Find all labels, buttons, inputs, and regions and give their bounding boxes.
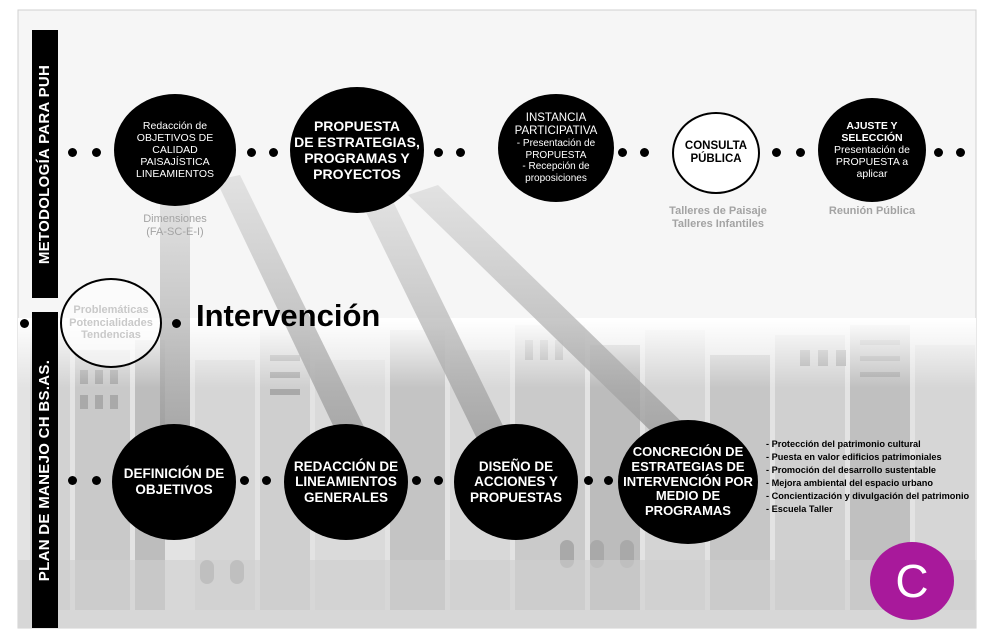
note-line: (FA-SC-E-I) — [146, 225, 204, 238]
bullet-item: - Promoción del desarrollo sustentable — [766, 465, 937, 475]
node-line: - Recepción de — [522, 161, 590, 173]
node-line: INTERVENCIÓN POR — [623, 473, 753, 489]
node-line: PAISAJÍSTICA — [140, 156, 210, 169]
node-line: PROGRAMAS — [645, 503, 731, 519]
node-line: PROPUESTA a — [835, 156, 909, 169]
connector-dot — [796, 148, 805, 157]
bullet-item: - Escuela Taller — [766, 504, 833, 514]
node-diseno-acciones: DISEÑO DE ACCIONES Y PROPUESTAS — [454, 424, 578, 540]
connector-dot — [68, 148, 77, 157]
node-line: ACCIONES Y — [474, 474, 558, 490]
node-line: PROYECTOS — [313, 166, 401, 183]
connector-dot — [618, 148, 627, 157]
node-line: Redacción de — [142, 119, 208, 132]
note-line: Talleres Infantiles — [671, 217, 765, 230]
connector-dot — [92, 148, 101, 157]
node-line: proposiciones — [525, 172, 587, 184]
connector-dot — [956, 148, 965, 157]
methodology-label-text: METODOLOGÍA PARA PUH — [36, 64, 54, 264]
programs-bullet-list: - Protección del patrimonio cultural - P… — [766, 438, 978, 516]
node-line: CALIDAD — [152, 143, 198, 156]
node-line: OBJETIVOS DE — [136, 131, 214, 144]
node-line: MEDIO DE — [655, 488, 721, 504]
methodology-vertical-label: METODOLOGÍA PARA PUH — [32, 30, 58, 298]
bullet-item: - Protección del patrimonio cultural — [766, 439, 921, 449]
intervencion-title: Intervención — [196, 298, 381, 333]
bullet-item: - Puesta en valor edificios patrimoniale… — [766, 452, 942, 462]
node-instancia-participativa: INSTANCIA PARTICIPATIVA - Presentación d… — [498, 94, 614, 202]
connector-dot — [434, 148, 443, 157]
connector-dot — [262, 476, 271, 485]
node-line: PROPUESTA — [525, 149, 587, 161]
connector-dot — [772, 148, 781, 157]
node-redaccion-lineamientos: REDACCIÓN DE LINEAMIENTOS GENERALES — [284, 424, 408, 540]
note-talleres: Talleres de Paisaje Talleres Infantiles — [648, 205, 788, 230]
note-line: Talleres de Paisaje — [669, 205, 767, 217]
node-line: REDACCIÓN DE — [293, 458, 399, 474]
node-line: OBJETIVOS — [135, 482, 213, 497]
note-line: Dimensiones — [143, 213, 207, 225]
node-line: PROPUESTA — [313, 117, 401, 134]
node-line: ESTRATEGIAS DE — [631, 458, 745, 474]
node-line: - Presentación de — [516, 138, 596, 150]
connector-dot — [44, 319, 53, 328]
node-line: Problemáticas — [73, 304, 149, 317]
connector-dot — [269, 148, 278, 157]
connector-dot — [434, 476, 443, 485]
plan-vertical-label: PLAN DE MANEJO CH BS.AS. — [32, 312, 58, 628]
note-line: Reunión Pública — [828, 205, 916, 217]
node-line: CONCRECIÓN DE — [632, 443, 744, 459]
node-line: AJUSTE Y — [846, 119, 898, 132]
note-reunion: Reunión Pública — [812, 205, 932, 218]
connector-dot — [584, 476, 593, 485]
bullet-item: - Mejora ambiental del espacio urbano — [766, 478, 933, 488]
bullet-item: - Concientización y divulgación del patr… — [766, 491, 970, 501]
connector-dot — [640, 148, 649, 157]
node-line: DEFINICIÓN DE — [123, 466, 225, 482]
connector-dot — [68, 476, 77, 485]
node-line: aplicar — [856, 168, 888, 181]
node-line: INSTANCIA — [525, 111, 587, 124]
node-line: LINEAMIENTOS — [136, 168, 214, 181]
section-c-badge: C — [870, 542, 954, 620]
connector-dot — [934, 148, 943, 157]
node-line: PROPUESTAS — [469, 489, 562, 505]
plan-label-text: PLAN DE MANEJO CH BS.AS. — [36, 359, 54, 581]
connector-dot — [247, 148, 256, 157]
node-problematicas: Problemáticas Potencialidades Tendencias — [60, 278, 162, 368]
node-definicion-objetivos: DEFINICIÓN DE OBJETIVOS — [112, 424, 236, 540]
node-line: Potencialidades — [69, 316, 153, 329]
node-propuesta-estrategias: PROPUESTA DE ESTRATEGIAS, PROGRAMAS Y PR… — [290, 87, 424, 213]
node-ajuste-seleccion: AJUSTE Y SELECCIÓN Presentación de PROPU… — [818, 98, 926, 202]
node-objetivos-calidad: Redacción de OBJETIVOS DE CALIDAD PAISAJ… — [114, 94, 236, 206]
node-line: CONSULTA — [684, 139, 748, 152]
node-line: Presentación de — [834, 143, 910, 156]
connector-dot — [604, 476, 613, 485]
node-line: PÚBLICA — [690, 153, 742, 165]
node-line: Tendencias — [81, 329, 141, 342]
node-consulta-publica: CONSULTA PÚBLICA — [672, 112, 760, 194]
connector-dot — [20, 319, 29, 328]
connector-dot — [92, 476, 101, 485]
connector-dot — [456, 148, 465, 157]
node-line: LINEAMIENTOS — [295, 474, 397, 490]
node-line: DISEÑO DE — [478, 458, 554, 474]
node-line: DE ESTRATEGIAS, — [294, 133, 420, 150]
node-line: PROGRAMAS Y — [304, 150, 410, 166]
note-dimensiones: Dimensiones (FA-SC-E-I) — [120, 213, 230, 238]
node-line: PARTICIPATIVA — [514, 125, 598, 137]
node-line: SELECCIÓN — [841, 131, 903, 144]
badge-letter: C — [895, 554, 929, 607]
connector-dot — [412, 476, 421, 485]
connector-dot — [240, 476, 249, 485]
node-concrecion-estrategias: CONCRECIÓN DE ESTRATEGIAS DE INTERVENCIÓ… — [618, 420, 758, 544]
node-line: GENERALES — [303, 489, 388, 505]
connector-dot — [172, 319, 181, 328]
